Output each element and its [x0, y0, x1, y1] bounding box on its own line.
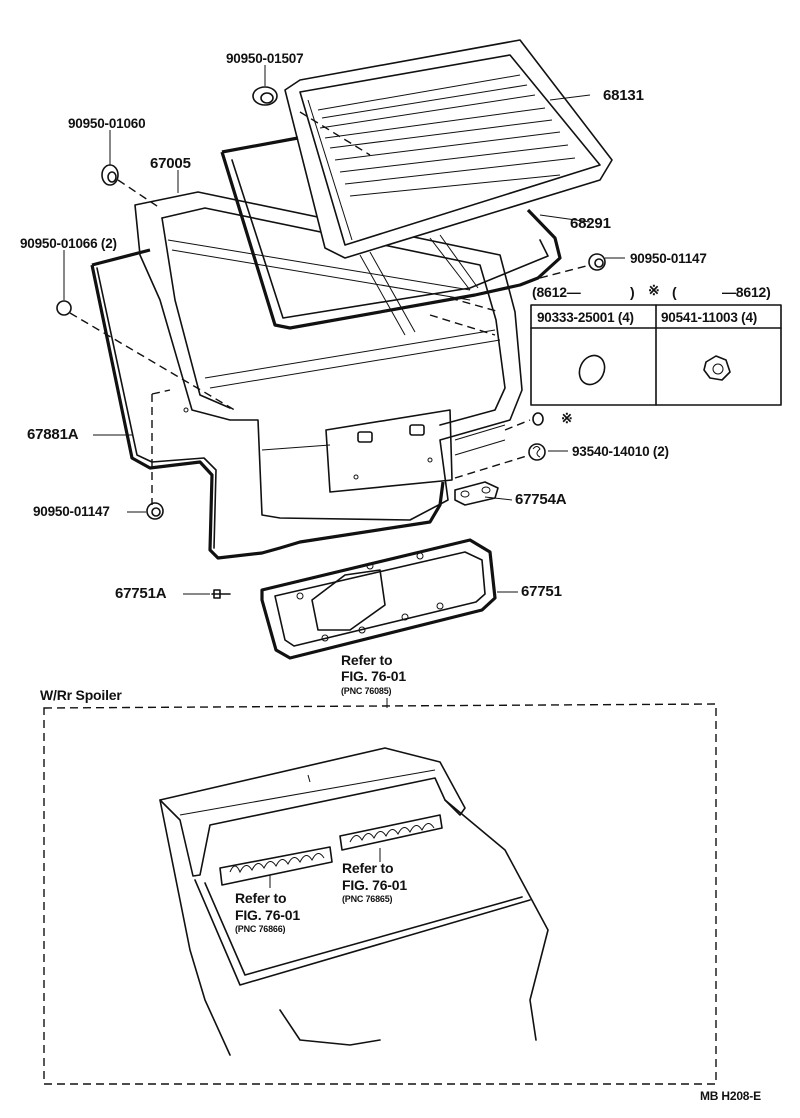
variant-range-2-open: (	[672, 284, 677, 300]
grommet-01147-left	[146, 502, 164, 520]
leader-lines	[63, 65, 625, 708]
part-label-67881a: 67881A	[27, 426, 79, 443]
variant-range-1-close: )	[630, 284, 635, 300]
part-label-67005: 67005	[150, 155, 191, 172]
part-label-90950-01066: 90950-01066 (2)	[20, 236, 117, 251]
part-label-67751a: 67751A	[115, 585, 167, 602]
variant-range-2: —8612)	[722, 284, 771, 300]
pin-67751a	[211, 589, 231, 599]
part-label-93540-14010: 93540-14010 (2)	[572, 444, 669, 459]
section-title: W/Rr Spoiler	[40, 687, 122, 703]
plug-01066	[56, 300, 72, 316]
grommet-01147-right	[588, 253, 606, 271]
part-label-90950-01147-right: 90950-01147	[630, 251, 707, 266]
ref-top-line3: (PNC 76085)	[341, 686, 392, 696]
clip-asterisk-part	[532, 412, 544, 426]
variant-part-1: 90333-25001 (4)	[537, 310, 634, 325]
ref-left-line3: (PNC 76866)	[235, 924, 286, 934]
door-weatherstrip	[90, 248, 445, 560]
back-glass	[284, 39, 613, 259]
ref-right-line1: Refer to	[342, 860, 394, 876]
ref-right-line2: FIG. 76-01	[342, 877, 407, 893]
variant-table	[530, 304, 782, 406]
part-label-68291: 68291	[570, 215, 611, 232]
grommet-01060	[101, 164, 119, 186]
asterisk-label: ※	[561, 410, 573, 426]
glass-weatherstrip	[220, 136, 562, 336]
part-label-67751: 67751	[521, 583, 562, 600]
variant-part-2: 90541-11003 (4)	[661, 310, 758, 325]
part-label-90950-01147-left: 90950-01147	[33, 504, 110, 519]
variant-range-1: (8612—	[532, 284, 581, 300]
ref-left-line2: FIG. 76-01	[235, 907, 300, 923]
part-label-67754a: 67754A	[515, 491, 567, 508]
spoiler-drawing	[159, 747, 549, 1056]
part-label-90950-01507: 90950-01507	[226, 51, 304, 66]
ref-top-line2: FIG. 76-01	[341, 668, 406, 684]
grommet-01507	[252, 86, 278, 106]
part-label-90950-01060: 90950-01060	[68, 116, 146, 131]
ref-right-line3: (PNC 76865)	[342, 894, 393, 904]
ref-left-line1: Refer to	[235, 890, 287, 906]
cover-67754a	[454, 481, 499, 506]
ref-top-line1: Refer to	[341, 652, 393, 668]
license-garnish	[260, 538, 497, 660]
spoiler-section-frame	[43, 703, 717, 1085]
back-door-panel	[134, 191, 523, 521]
footer-code: MB H208-E	[700, 1089, 761, 1103]
part-label-68131: 68131	[603, 87, 644, 104]
screw-93540	[528, 443, 546, 461]
variant-mark: ※	[648, 282, 660, 298]
assembly-dashed-lines	[69, 111, 591, 505]
